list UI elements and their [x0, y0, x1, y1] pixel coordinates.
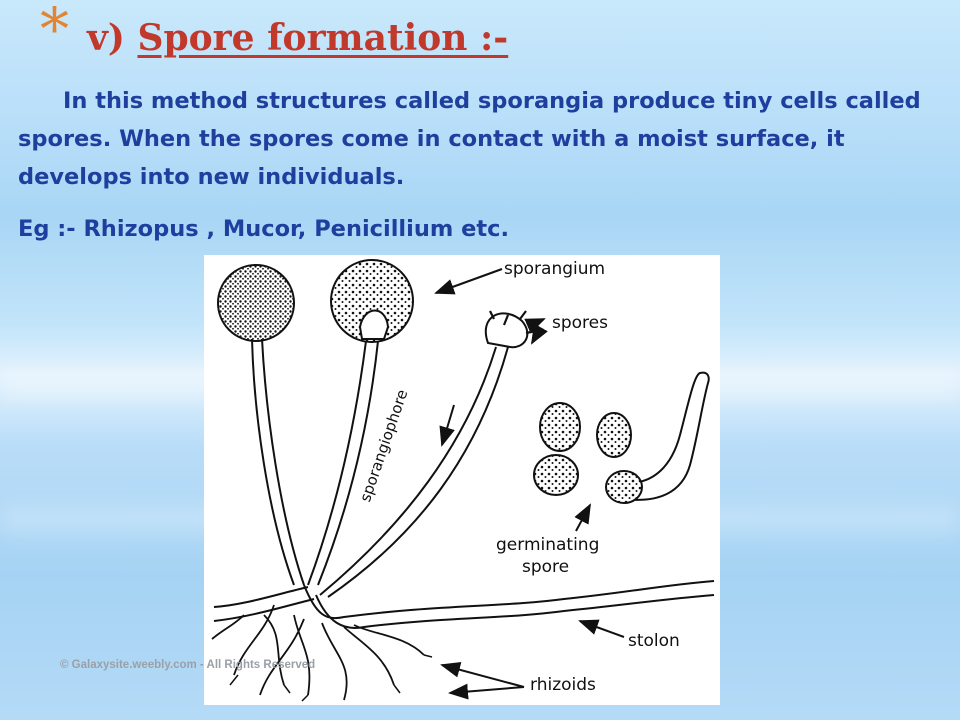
label-germinating: germinating	[496, 535, 600, 555]
label-germinating-spore: spore	[522, 557, 570, 577]
body-paragraph: In this method structures called sporang…	[18, 82, 948, 196]
label-sporangium: sporangium	[504, 259, 606, 279]
paragraph-text: In this method structures called sporang…	[18, 88, 921, 190]
title-main: Spore formation :-	[137, 17, 509, 59]
slide-title: v) Spore formation :-	[87, 20, 508, 56]
diagram-drawing	[211, 259, 715, 702]
label-rhizoids: rhizoids	[530, 675, 596, 695]
label-spores: spores	[552, 313, 608, 333]
copyright-watermark: © Galaxysite.weebly.com - All Rights Res…	[60, 659, 316, 671]
title-prefix: v)	[87, 17, 138, 59]
examples-line: Eg :- Rhizopus , Mucor, Penicillium etc.	[18, 216, 510, 242]
bullet-asterisk: *	[40, 0, 69, 63]
rhizopus-diagram: sporangium spores sporangiophore germina…	[204, 255, 720, 705]
label-stolon: stolon	[628, 631, 680, 651]
